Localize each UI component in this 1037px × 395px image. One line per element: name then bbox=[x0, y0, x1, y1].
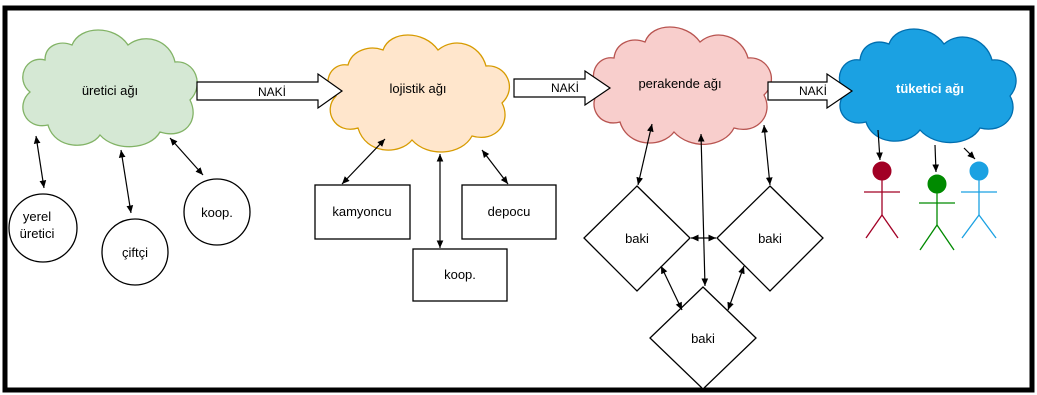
producer-cloud-label: üretici ağı bbox=[82, 83, 138, 98]
transport-arrow-label: NAKİ bbox=[258, 85, 286, 99]
connector bbox=[963, 147, 976, 160]
logistics-node-warehouse[interactable]: depocu bbox=[461, 184, 557, 240]
logistics-cloud-label: lojistik ağı bbox=[389, 81, 446, 96]
producer-connectors bbox=[33, 135, 204, 214]
logistics-node-cooperative[interactable]: koop. bbox=[412, 248, 508, 302]
retail-cloud-shape bbox=[592, 26, 773, 145]
producer-cloud-shape bbox=[22, 29, 198, 148]
connector bbox=[341, 138, 386, 185]
connector bbox=[697, 133, 709, 287]
right-leg bbox=[978, 214, 997, 239]
connector bbox=[118, 149, 134, 214]
head bbox=[927, 174, 947, 194]
producer-network-cloud[interactable]: üretici ağı bbox=[22, 29, 198, 148]
logistics-network-cloud[interactable]: lojistik ağı bbox=[327, 34, 511, 153]
consumer-figure-red[interactable] bbox=[864, 161, 900, 239]
node-label: depocu bbox=[488, 204, 531, 219]
retail-cloud-label: perakende ağı bbox=[638, 76, 721, 91]
transport-arrow-3: NAKİ bbox=[767, 72, 854, 110]
node-circle bbox=[101, 218, 169, 286]
consumer-figure-green[interactable] bbox=[919, 174, 955, 251]
connector bbox=[481, 149, 509, 185]
node-diamond bbox=[716, 185, 824, 292]
connector bbox=[660, 265, 683, 311]
node-label: koop. bbox=[444, 267, 476, 282]
connector bbox=[932, 144, 940, 173]
connector bbox=[33, 135, 47, 189]
node-box bbox=[314, 184, 411, 240]
right-leg bbox=[881, 214, 899, 239]
right-leg bbox=[936, 224, 955, 251]
logistics-connectors bbox=[341, 138, 509, 248]
node-box bbox=[461, 184, 557, 240]
transport-arrow-shape bbox=[196, 72, 344, 110]
connector bbox=[727, 265, 745, 311]
consumer-network-cloud[interactable]: tüketici ağı bbox=[838, 28, 1017, 144]
node-label: baki bbox=[625, 231, 649, 246]
node-label-line: çiftçi bbox=[122, 245, 148, 260]
node-label: baki bbox=[758, 231, 782, 246]
node-label: kamyoncu bbox=[332, 204, 391, 219]
producer-node-local-producer[interactable]: yerel üretici bbox=[8, 193, 78, 263]
logistics-cloud-shape bbox=[327, 34, 511, 153]
node-label-line: koop. bbox=[201, 205, 233, 220]
consumer-cloud-shape bbox=[838, 28, 1017, 144]
head bbox=[872, 161, 892, 181]
node-circle bbox=[8, 193, 78, 263]
node-box bbox=[412, 248, 508, 302]
left-leg bbox=[961, 214, 980, 239]
node-label: baki bbox=[691, 331, 715, 346]
retail-node-left[interactable]: baki bbox=[583, 185, 691, 292]
producer-node-cooperative[interactable]: koop. bbox=[183, 178, 251, 246]
retail-network-cloud[interactable]: perakende ağı bbox=[592, 26, 773, 145]
left-leg bbox=[919, 224, 938, 251]
node-label-line: üretici bbox=[20, 226, 55, 241]
transport-arrow-shape bbox=[767, 72, 854, 110]
producer-node-farmer[interactable]: çiftçi bbox=[101, 218, 169, 286]
transport-arrow-label: NAKİ bbox=[799, 84, 827, 98]
transport-arrow-1: NAKİ bbox=[196, 72, 344, 110]
transport-arrow-2: NAKİ bbox=[513, 69, 612, 107]
retail-node-right[interactable]: baki bbox=[716, 185, 824, 292]
left-leg bbox=[865, 214, 883, 239]
node-diamond bbox=[649, 286, 757, 390]
connector bbox=[876, 129, 883, 161]
node-diamond bbox=[583, 185, 691, 292]
retail-connectors bbox=[636, 123, 773, 311]
consumer-connectors bbox=[876, 129, 976, 173]
node-label-line: yerel bbox=[23, 209, 51, 224]
retail-node-bottom[interactable]: baki bbox=[649, 286, 757, 390]
connector bbox=[761, 124, 773, 186]
head bbox=[969, 161, 989, 181]
consumer-figure-blue[interactable] bbox=[961, 161, 997, 239]
logistics-node-trucker[interactable]: kamyoncu bbox=[314, 184, 411, 240]
node-circle bbox=[183, 178, 251, 246]
connector bbox=[169, 137, 204, 176]
consumer-cloud-label: tüketici ağı bbox=[896, 81, 964, 96]
transport-arrow-shape bbox=[513, 69, 612, 107]
connector bbox=[636, 123, 654, 186]
transport-arrow-label: NAKİ bbox=[551, 81, 579, 95]
